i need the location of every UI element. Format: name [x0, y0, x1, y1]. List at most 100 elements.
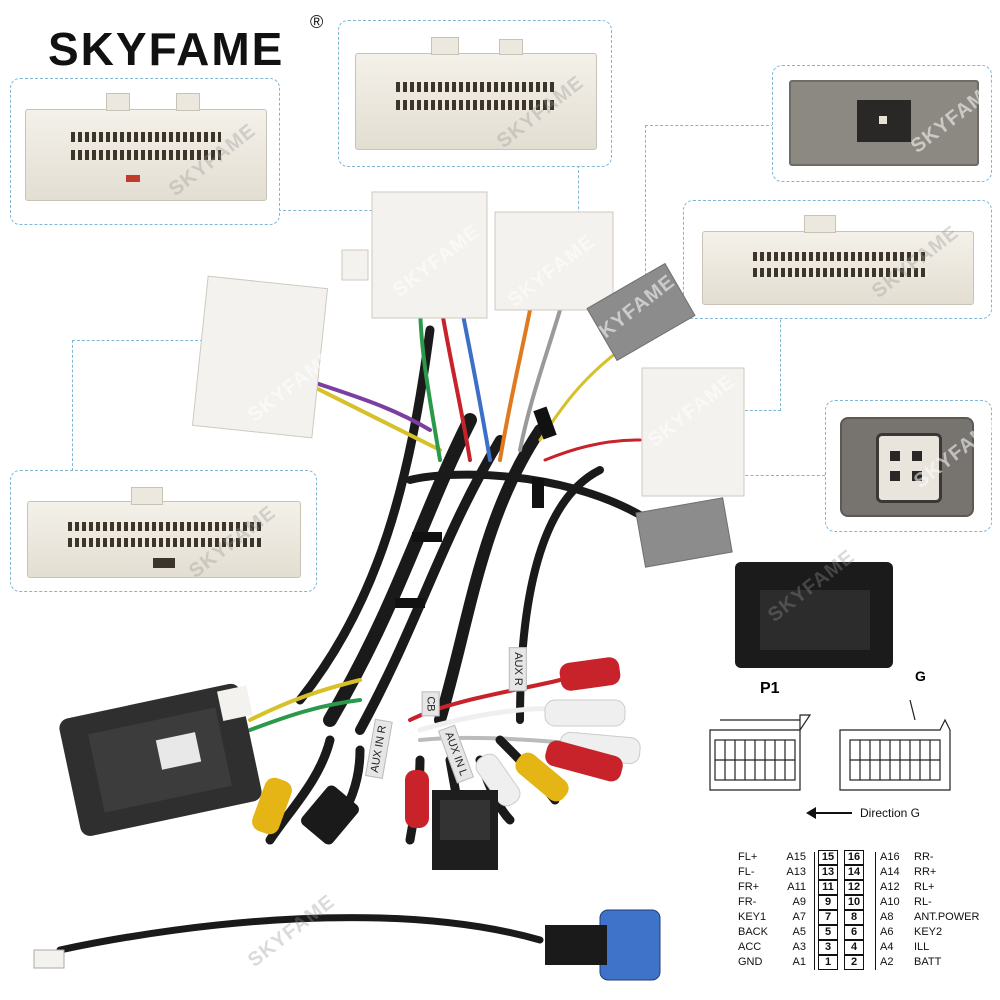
pin-right-code: A16 — [880, 851, 900, 863]
pin-number-left: 3 — [818, 940, 838, 955]
connector-tab — [804, 215, 836, 233]
white-connector-photo — [25, 109, 267, 201]
connector-closeup-panel: SKYFAME — [825, 400, 1000, 532]
connector-latch — [153, 558, 175, 568]
cb-tag: CB — [421, 691, 440, 717]
connector-pin — [890, 471, 900, 481]
g-label: G — [915, 668, 926, 684]
connector-tab — [499, 39, 523, 55]
pin-left-name: GND — [738, 956, 763, 968]
connector-pin-row — [68, 538, 263, 547]
pin-right-name: RR- — [914, 851, 934, 863]
white-connector-photo — [355, 53, 597, 150]
pin-right-code: A6 — [880, 926, 894, 938]
white-connector-photo — [702, 231, 974, 305]
pin-right-name: ILL — [914, 941, 930, 953]
pin-left-name: FR- — [738, 896, 757, 908]
pin-left-name: FL- — [738, 866, 755, 878]
leader-line — [578, 165, 579, 245]
connector-closeup-panel: SKYFAME — [10, 470, 317, 592]
aux-r-tag: AUX R — [508, 647, 527, 691]
pin-left-code: A13 — [786, 866, 806, 878]
grey-connector-photo — [840, 417, 974, 517]
connector-pin-row — [71, 132, 221, 142]
connector-pin-row — [396, 100, 556, 110]
pin-right-name: ANT.POWER — [914, 911, 980, 923]
pin-number-left: 13 — [818, 865, 838, 880]
p1-label: P1 — [760, 680, 780, 697]
pin-right-code: A12 — [880, 881, 900, 893]
pin-right-code: A10 — [880, 896, 900, 908]
connector-pin — [890, 451, 900, 461]
leader-line — [278, 180, 408, 211]
pin-left-code: A1 — [792, 956, 806, 968]
connector-line-drawing — [709, 699, 951, 791]
connector-pin-row — [68, 522, 263, 531]
pin-left-code: A9 — [792, 896, 806, 908]
pin-left-name: BACK — [738, 926, 768, 938]
pin-number-left: 7 — [818, 910, 838, 925]
direction-label: Direction G — [860, 806, 921, 820]
pin-number-right: 16 — [844, 850, 864, 865]
pin-left-name: ACC — [738, 941, 762, 953]
connector-pin-row — [753, 268, 928, 277]
pin-right-code: A2 — [880, 956, 894, 968]
pin-right-name: RL+ — [914, 881, 935, 893]
brand-logo: SKYFAME — [48, 23, 285, 75]
connector-closeup-panel: SKYFAME — [772, 65, 1000, 182]
connector-pin-row — [396, 82, 556, 92]
pin-number-left: 15 — [818, 850, 838, 865]
pin-number-right: 10 — [844, 895, 864, 910]
pin-left-code: A7 — [792, 911, 806, 923]
pin-right-name: RL- — [914, 896, 932, 908]
connector-pin-row — [71, 150, 221, 160]
connector-pin-row — [753, 252, 928, 261]
leader-line — [72, 340, 203, 471]
pin-right-name: BATT — [914, 956, 942, 968]
direction-arrow-head — [806, 807, 816, 819]
pin-right-code: A4 — [880, 941, 894, 953]
direction-arrow-icon — [812, 812, 852, 814]
connector-pin — [879, 116, 887, 124]
pin-left-name: FR+ — [738, 881, 760, 893]
connector-latch — [126, 175, 140, 182]
connector-tab — [431, 37, 459, 55]
connector-closeup-panel: SKYFAME — [338, 20, 612, 167]
pin-right-code: A14 — [880, 866, 900, 878]
registered-mark: ® — [310, 12, 324, 32]
pin-number-right: 14 — [844, 865, 864, 880]
pin-left-name: KEY1 — [738, 911, 767, 923]
grey-connector-photo — [789, 80, 979, 166]
pin-right-code: A8 — [880, 911, 894, 923]
pin-right-name: KEY2 — [914, 926, 943, 938]
connector-tab — [131, 487, 163, 505]
leader-line — [730, 475, 825, 476]
pin-left-name: FL+ — [738, 851, 758, 863]
pinout-bracket — [814, 852, 876, 970]
white-connector-photo — [27, 501, 301, 578]
connector-tab — [176, 93, 200, 111]
pin-number-left: 5 — [818, 925, 838, 940]
connector-closeup-panel: SKYFAME — [683, 200, 992, 319]
pin-left-code: A3 — [792, 941, 806, 953]
pin-left-code: A5 — [792, 926, 806, 938]
connector-pin — [912, 451, 922, 461]
leader-line — [645, 125, 774, 286]
connector-pin — [912, 471, 922, 481]
pin-number-right: 12 — [844, 880, 864, 895]
pin-number-right: 6 — [844, 925, 864, 940]
pin-left-code: A15 — [786, 851, 806, 863]
connector-socket — [876, 433, 942, 503]
connector-tab — [106, 93, 130, 111]
pin-left-code: A11 — [787, 881, 806, 893]
connector-closeup-panel: SKYFAME — [10, 78, 280, 225]
pin-number-left: 1 — [818, 955, 838, 970]
